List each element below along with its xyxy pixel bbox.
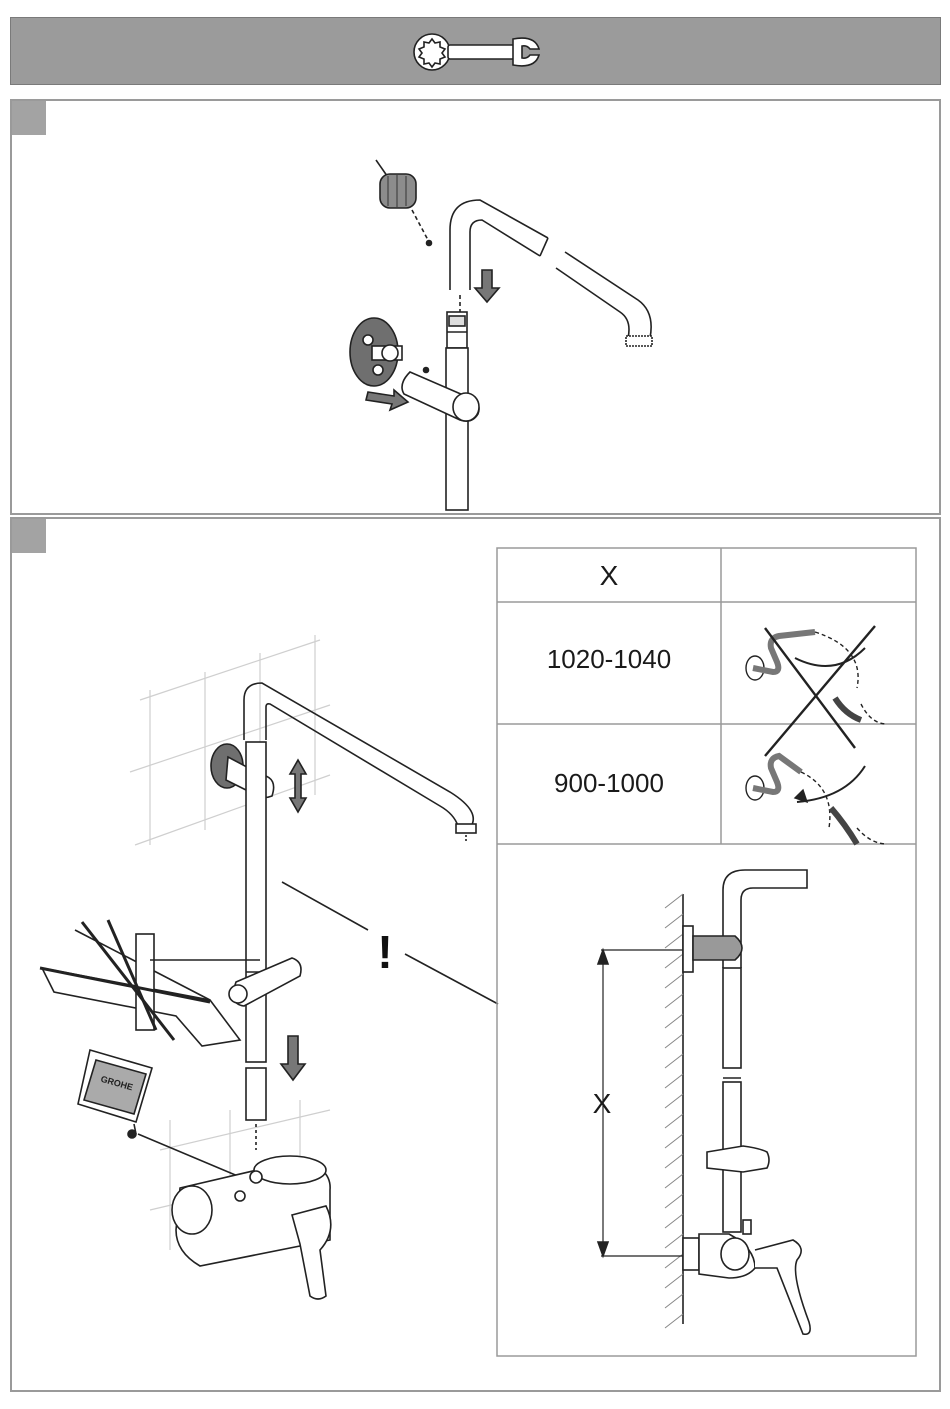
installation-elevation-diagram [598, 870, 810, 1334]
table-header-x: X [497, 560, 721, 592]
height-table: X 1020-1040 900-1000 X [497, 548, 916, 1356]
table-row-2-range: 900-1000 [497, 768, 721, 799]
arm-swing-allowed-icon [746, 756, 887, 844]
arm-swing-not-allowed-icon [746, 626, 887, 756]
mixer-valve [172, 1156, 331, 1299]
soap-basket-not-allowed [40, 920, 260, 1046]
dimension-label-x: X [587, 1088, 617, 1120]
table-row-1-range: 1020-1040 [497, 644, 721, 675]
grease-package [78, 1050, 252, 1182]
warning-symbol: ! [377, 926, 392, 978]
